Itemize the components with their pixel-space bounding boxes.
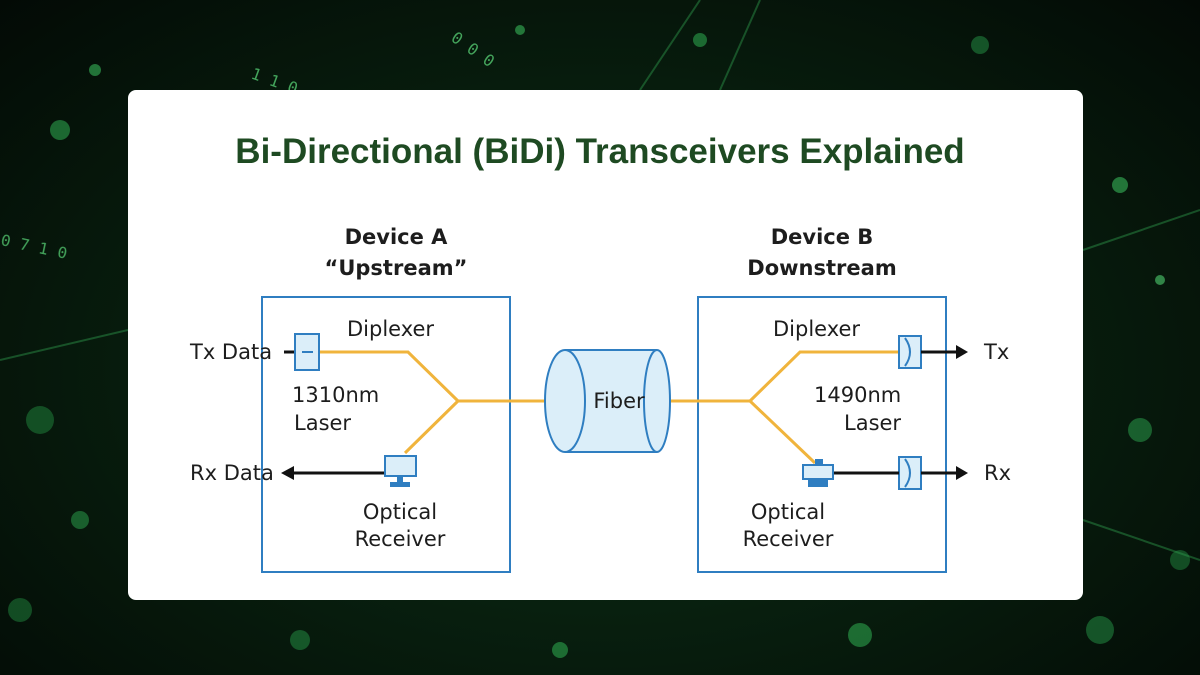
laser-b-label: Laser bbox=[844, 411, 902, 435]
receiver-b-label-line1: Optical bbox=[750, 500, 826, 524]
device-a-box bbox=[261, 296, 511, 573]
optical-receiver-b bbox=[802, 459, 834, 487]
laser-a-label: Laser bbox=[294, 411, 352, 435]
laser-1490nm bbox=[898, 335, 922, 369]
receiver-a-label-line2: Receiver bbox=[354, 527, 446, 551]
rx-label-b: Rx bbox=[984, 461, 1012, 485]
rx-coupler-b bbox=[898, 456, 922, 490]
device-a-role: “Upstream” bbox=[324, 256, 468, 280]
device-b-box bbox=[697, 296, 947, 573]
tx-label-b: Tx bbox=[984, 340, 1010, 364]
rx-data-arrow-a bbox=[281, 466, 395, 480]
device-b-name: Device B bbox=[770, 225, 874, 249]
laser-a-wavelength: 1310nm bbox=[292, 383, 380, 407]
fiber-path-b bbox=[670, 350, 899, 465]
diagram-title: Bi-Directional (BiDi) Transceivers Expla… bbox=[235, 132, 965, 171]
fiber-cylinder bbox=[544, 349, 671, 453]
receiver-a-label-line1: Optical bbox=[362, 500, 438, 524]
device-b-role: Downstream bbox=[747, 256, 897, 280]
laser-b-wavelength: 1490nm bbox=[814, 383, 902, 407]
rx-arrow-b bbox=[921, 466, 968, 480]
fiber-path-a bbox=[316, 350, 555, 455]
rx-data-label: Rx Data bbox=[190, 461, 274, 485]
device-a-name: Device A bbox=[344, 225, 448, 249]
tx-arrow-b bbox=[921, 345, 968, 359]
laser-1310nm bbox=[294, 333, 320, 371]
receiver-b-label-line2: Receiver bbox=[742, 527, 834, 551]
diagram-card bbox=[128, 90, 1083, 600]
diplexer-a-label: Diplexer bbox=[347, 317, 435, 341]
tx-data-label: Tx Data bbox=[190, 340, 273, 364]
diplexer-b-label: Diplexer bbox=[773, 317, 861, 341]
fiber-label: Fiber bbox=[593, 389, 645, 413]
optical-receiver-a bbox=[384, 455, 417, 487]
